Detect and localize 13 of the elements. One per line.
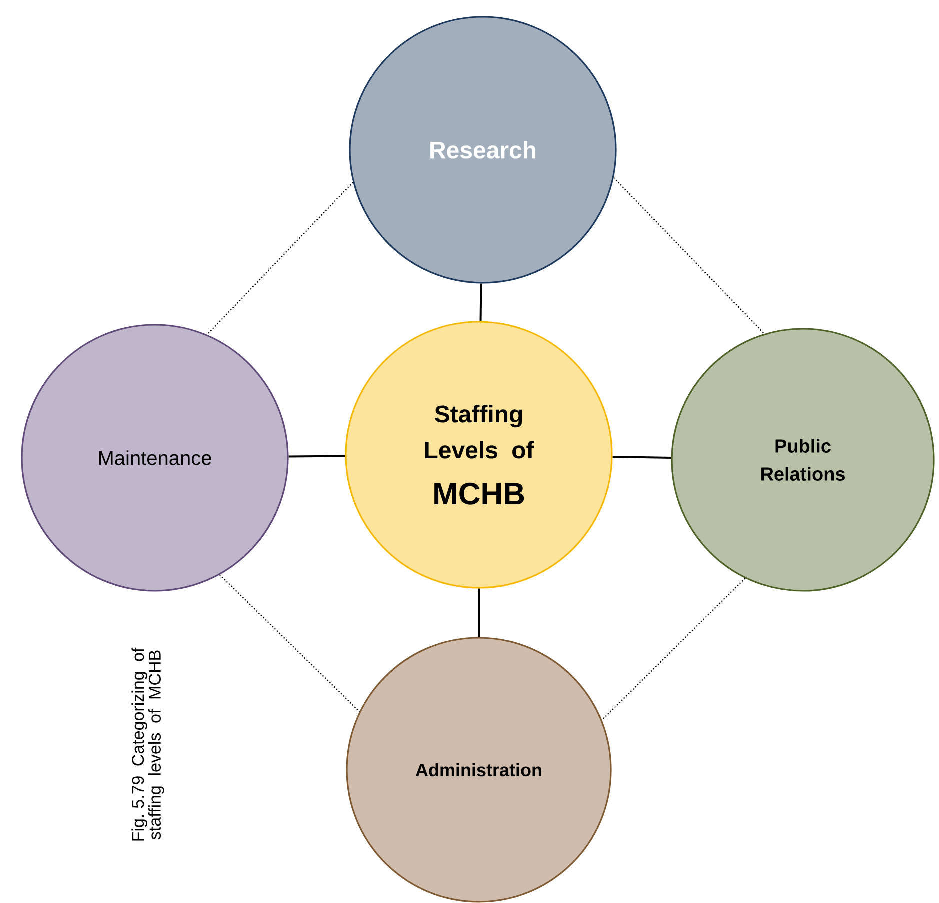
caption: Fig. 5.79 Categorizing of staffing levels of MCHB [132,648,164,841]
connector-line [219,574,360,712]
circle-node: Administration [346,637,612,903]
circle-node: Research [349,16,617,284]
connector-line [480,284,482,322]
connector-line [206,182,354,336]
connector-line [288,455,346,458]
connector-line [613,177,765,334]
connector-line [478,588,480,638]
circle-node: Maintenance [21,324,289,592]
connector-line [602,578,746,721]
circle-node: Public Relations [671,328,935,592]
connector-line [612,456,672,459]
